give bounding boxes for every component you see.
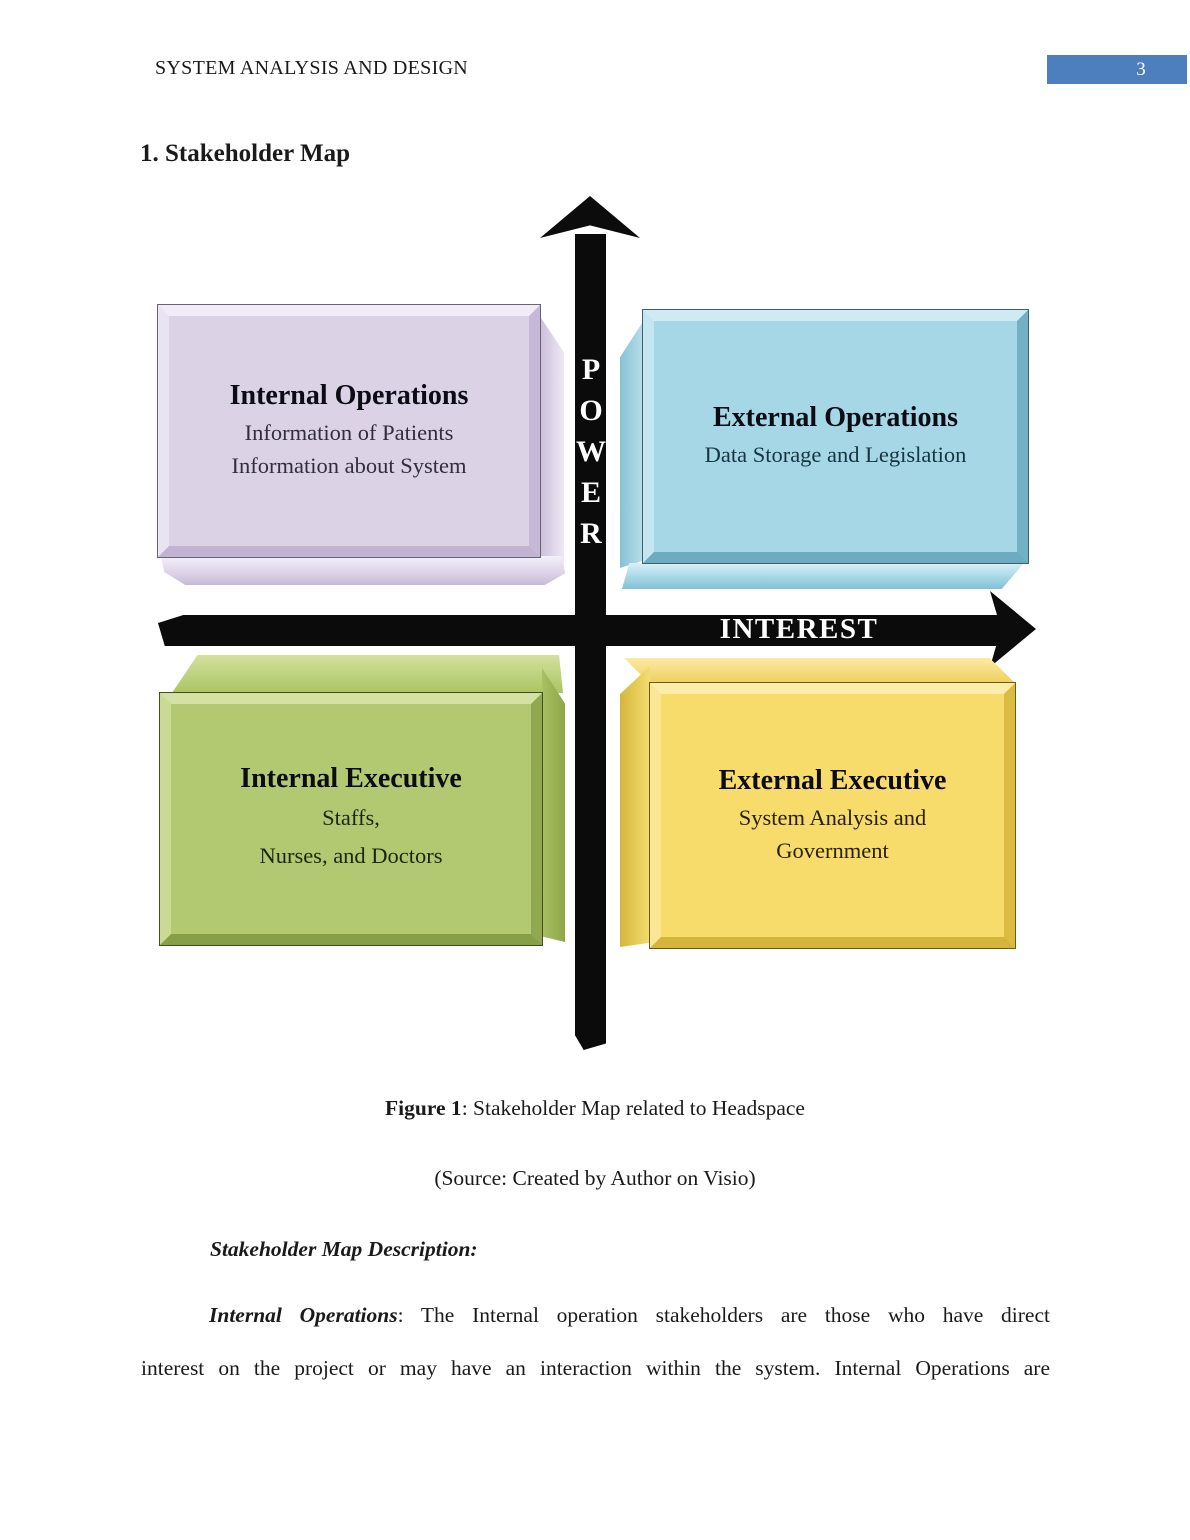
box-3d-side (620, 666, 650, 947)
quadrant-line: Data Storage and Legislation (704, 442, 967, 467)
quadrant-title: Internal Operations (229, 380, 469, 411)
quadrant-face: External Executive System Analysis and G… (649, 682, 1016, 949)
quadrant-line: Information of Patients (244, 420, 454, 445)
paragraph-line: Internal Operations: The Internal operat… (141, 1303, 1050, 1328)
box-3d-side (542, 668, 565, 942)
power-letter: O (579, 394, 603, 427)
power-letter: W (576, 435, 606, 468)
quadrant-line: Nurses, and Doctors (259, 843, 443, 868)
box-3d-side (620, 320, 644, 568)
quadrant-title: External Operations (713, 402, 958, 433)
box-3d-side (539, 315, 564, 563)
y-axis-label: P O W E R (573, 349, 609, 554)
paragraph-text: : The Internal operation stakeholders ar… (397, 1303, 1050, 1327)
box-3d-base (161, 556, 565, 585)
page-number: 3 (1136, 58, 1146, 80)
quadrant-face: External Operations Data Storage and Leg… (642, 309, 1029, 564)
quadrant-title: Internal Executive (240, 763, 462, 794)
power-letter: E (580, 476, 601, 509)
page-number-badge: 3 (1047, 55, 1187, 84)
stakeholder-map-figure: P O W E R INTEREST Internal Operations I… (157, 196, 1036, 1050)
figure-caption: Figure 1: Stakeholder Map related to Hea… (0, 1096, 1190, 1121)
paragraph-line: interest on the project or may have an i… (141, 1356, 1050, 1380)
quadrant-external-executive: External Executive System Analysis and G… (620, 658, 1016, 949)
running-header: SYSTEM ANALYSIS AND DESIGN (155, 57, 469, 79)
quadrant-line: Government (776, 837, 889, 863)
x-axis-label: INTEREST (719, 613, 879, 645)
figure-label: Figure 1 (385, 1096, 462, 1120)
figure-source: (Source: Created by Author on Visio) (434, 1166, 756, 1190)
quadrant-internal-operations: Internal Operations Information of Patie… (157, 304, 567, 587)
quadrant-external-operations: External Operations Data Storage and Leg… (620, 309, 1029, 589)
x-axis-bar (158, 615, 1004, 646)
description-heading: Stakeholder Map Description: (210, 1237, 478, 1261)
section-heading: 1. Stakeholder Map (140, 140, 350, 167)
box-3d-base (622, 563, 1024, 589)
quadrant-face: Internal Executive Staffs, Nurses, and D… (159, 692, 543, 946)
quadrant-line: System Analysis and (738, 804, 927, 830)
quadrant-title: External Executive (718, 764, 947, 796)
quadrant-line: Information about System (231, 453, 467, 478)
box-3d-top (172, 655, 563, 693)
box-3d-top (624, 658, 1015, 683)
quadrant-face: Internal Operations Information of Patie… (157, 304, 541, 558)
power-letter: P (581, 353, 601, 386)
description-paragraph: Internal Operations: The Internal operat… (141, 1303, 1050, 1381)
figure-caption-text: : Stakeholder Map related to Headspace (461, 1096, 805, 1120)
quadrant-internal-executive: Internal Executive Staffs, Nurses, and D… (159, 655, 565, 946)
quadrant-line: Staffs, (322, 805, 380, 830)
power-letter: R (580, 517, 602, 550)
y-axis-arrowhead-icon (540, 196, 640, 238)
paragraph-lead: Internal Operations (209, 1303, 398, 1327)
